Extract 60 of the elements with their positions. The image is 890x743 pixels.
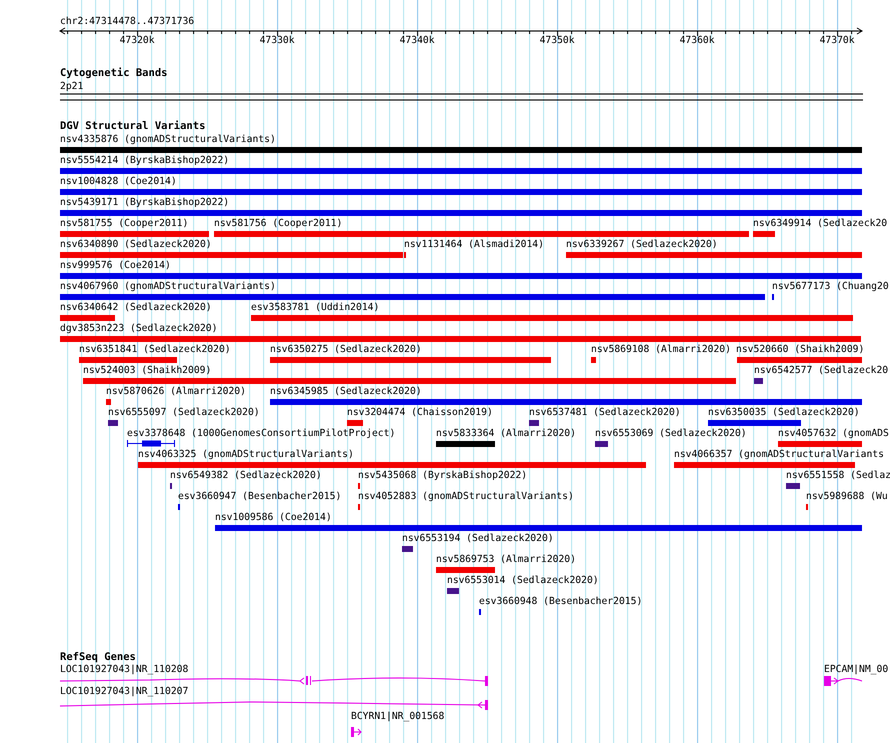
feature-label: nsv5439171 (ByrskaBishop2022) xyxy=(60,197,230,208)
feature-label: nsv4052883 (gnomADStructuralVariants) xyxy=(358,491,574,502)
feature-label: nsv6553194 (Sedlazeck2020) xyxy=(402,533,554,544)
feature-label: nsv5677173 (Chuang20 xyxy=(772,281,889,292)
feature-label: nsv520660 (Shaikh2009) xyxy=(736,344,864,355)
axis-tick-label: 47350k xyxy=(540,35,575,46)
feature-label: nsv6350275 (Sedlazeck2020) xyxy=(270,344,422,355)
gene-label: LOC101927043|NR_110208 xyxy=(60,664,188,675)
feature-label: nsv6537481 (Sedlazeck2020) xyxy=(529,407,681,418)
feature-label: nsv4067960 (gnomADStructuralVariants) xyxy=(60,281,276,292)
feature-label: nsv524003 (Shaikh2009) xyxy=(83,365,212,376)
feature-label: nsv581755 (Cooper2011) xyxy=(60,218,188,229)
axis-tick-label: 47340k xyxy=(400,35,435,46)
feature-label: nsv1009586 (Coe2014) xyxy=(215,512,332,523)
feature-label: nsv6542577 (Sedlazeck20 xyxy=(754,365,888,376)
feature-label: nsv5869108 (Almarri2020) xyxy=(591,344,731,355)
feature-label: nsv5833364 (Almarri2020) xyxy=(436,428,576,439)
feature-label: nsv1131464 (Alsmadi2014) xyxy=(404,239,544,250)
feature-label: nsv1004828 (Coe2014) xyxy=(60,176,177,187)
feature-label: nsv4063325 (gnomADStructuralVariants) xyxy=(138,449,354,460)
track-title: Cytogenetic Bands xyxy=(60,68,168,79)
feature-label: nsv4066357 (gnomADStructuralVariants xyxy=(674,449,884,460)
feature-label: nsv6549382 (Sedlazeck2020) xyxy=(170,470,322,481)
feature-label: nsv4057632 (gnomADS xyxy=(778,428,889,439)
track-title: DGV Structural Variants xyxy=(60,121,206,132)
feature-label: nsv6340890 (Sedlazeck2020) xyxy=(60,239,212,250)
feature-label: nsv6553014 (Sedlazeck2020) xyxy=(447,575,599,586)
feature-label: nsv6345985 (Sedlazeck2020) xyxy=(270,386,422,397)
feature-label: nsv999576 (Coe2014) xyxy=(60,260,171,271)
feature-label: nsv5435068 (ByrskaBishop2022) xyxy=(358,470,528,481)
feature-label: nsv6351841 (Sedlazeck2020) xyxy=(79,344,231,355)
feature-label: nsv6349914 (Sedlazeck20 xyxy=(753,218,888,229)
feature-label: nsv6551558 (Sedlaz xyxy=(786,470,890,481)
feature-label: nsv581756 (Cooper2011) xyxy=(214,218,342,229)
feature-label: nsv4335876 (gnomADStructuralVariants) xyxy=(60,134,276,145)
gene-label: EPCAM|NM_00 xyxy=(824,664,888,675)
feature-label: nsv5554214 (ByrskaBishop2022) xyxy=(60,155,230,166)
axis-tick-label: 47320k xyxy=(120,35,155,46)
position-label: chr2:47314478..47371736 xyxy=(60,16,194,27)
feature-label: esv3378648 (1000GenomesConsortiumPilotProject) xyxy=(127,428,396,439)
feature-label: nsv5869753 (Almarri2020) xyxy=(436,554,576,565)
feature-label: nsv6553069 (Sedlazeck2020) xyxy=(595,428,747,439)
feature-label: esv3660948 (Besenbacher2015) xyxy=(479,596,642,607)
gene-label: LOC101927043|NR_110207 xyxy=(60,686,188,697)
band-label: 2p21 xyxy=(60,81,84,92)
feature-label: nsv6350035 (Sedlazeck2020) xyxy=(708,407,860,418)
axis-tick-label: 47370k xyxy=(820,35,855,46)
axis-tick-label: 47360k xyxy=(680,35,715,46)
feature-label: nsv6340642 (Sedlazeck2020) xyxy=(60,302,212,313)
feature-label: nsv5870626 (Almarri2020) xyxy=(106,386,246,397)
feature-label: dgv3853n223 (Sedlazeck2020) xyxy=(60,323,218,334)
gene-label: BCYRN1|NR_001568 xyxy=(351,711,444,722)
feature-label: nsv6339267 (Sedlazeck2020) xyxy=(566,239,718,250)
track-title: RefSeq Genes xyxy=(60,652,136,663)
axis-tick-label: 47330k xyxy=(260,35,295,46)
feature-label: esv3660947 (Besenbacher2015) xyxy=(178,491,342,502)
feature-label: nsv3204474 (Chaisson2019) xyxy=(347,407,493,418)
feature-label: nsv5989688 (Wu xyxy=(806,491,888,502)
feature-label: esv3583781 (Uddin2014) xyxy=(251,302,380,313)
feature-label: nsv6555097 (Sedlazeck2020) xyxy=(108,407,260,418)
